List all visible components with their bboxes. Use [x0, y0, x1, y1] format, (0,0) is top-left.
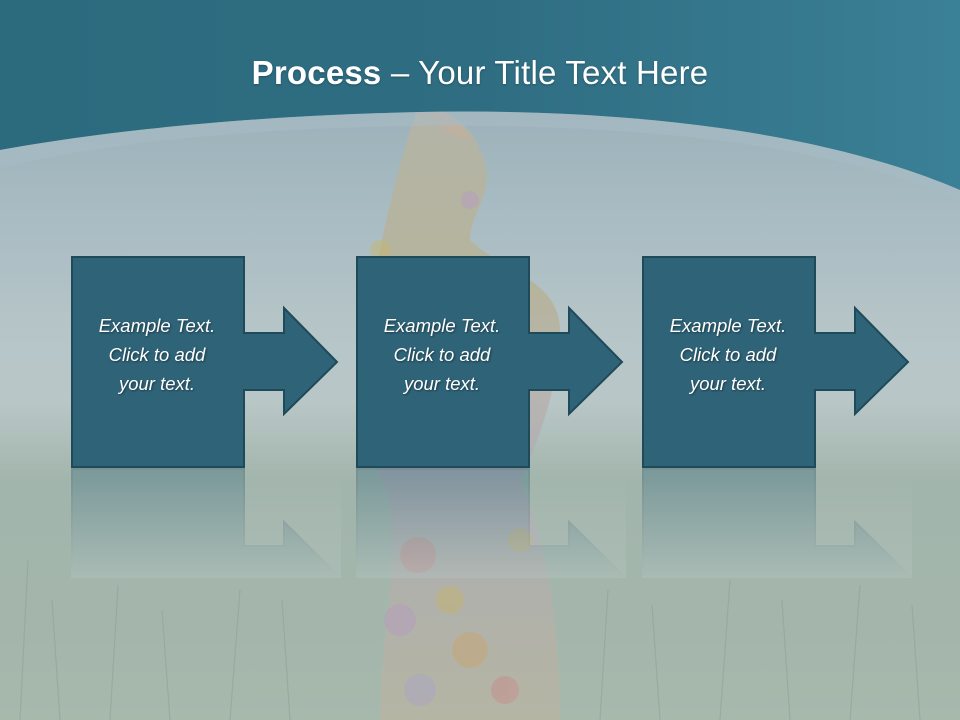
step-text-line: Click to add [108, 344, 206, 365]
title-rest: – Your Title Text Here [381, 54, 709, 91]
step-text-line: Example Text. [383, 315, 501, 336]
process-step-1[interactable]: Example Text. Click to add your text. [71, 256, 341, 468]
title-bold: Process [251, 54, 382, 91]
step-text[interactable]: Example Text. Click to add your text. [642, 311, 814, 398]
step-reflection [356, 468, 626, 578]
step-text-line: Example Text. [98, 315, 216, 336]
arrow-box-shape [642, 256, 910, 468]
step-text[interactable]: Example Text. Click to add your text. [71, 311, 243, 398]
process-step-3[interactable]: Example Text. Click to add your text. [642, 256, 912, 468]
slide-title[interactable]: Process – Your Title Text Here [0, 54, 960, 92]
step-text[interactable]: Example Text. Click to add your text. [356, 311, 528, 398]
step-text-line: your text. [403, 373, 481, 394]
step-text-line: Click to add [393, 344, 491, 365]
process-step-2[interactable]: Example Text. Click to add your text. [356, 256, 626, 468]
step-text-line: your text. [118, 373, 196, 394]
step-text-line: your text. [689, 373, 767, 394]
step-text-line: Example Text. [669, 315, 787, 336]
step-reflection [642, 468, 912, 578]
step-text-line: Click to add [679, 344, 777, 365]
arrow-box-shape [356, 256, 624, 468]
step-reflection [71, 468, 341, 578]
arrow-box-shape [71, 256, 339, 468]
